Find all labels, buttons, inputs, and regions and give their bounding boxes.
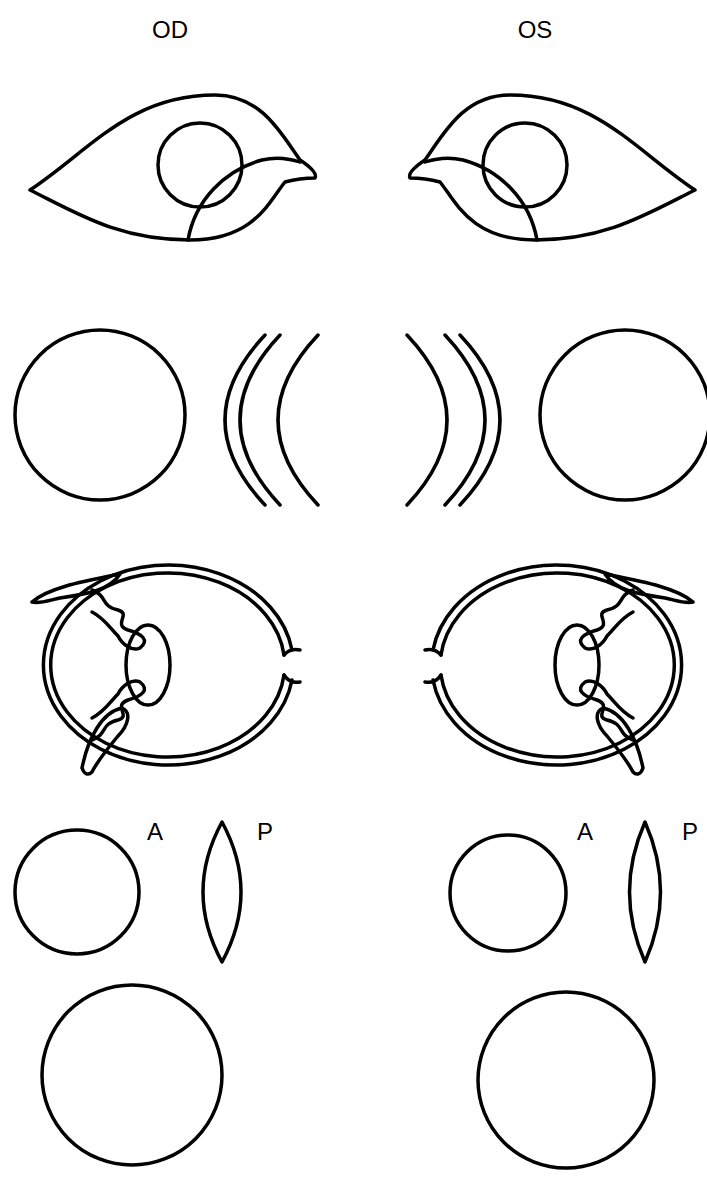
cornea-side-arc [240,335,280,505]
optic-nerve-flange [284,675,300,682]
lens-section [126,625,170,705]
anterior-label: A [147,820,163,844]
cornea-front-view [15,330,185,500]
lid-margin-curve [188,158,300,240]
posterior-label: P [682,820,698,844]
posterior-label: P [257,820,273,844]
right-eye-group [15,95,318,774]
eye-side-label: OD [152,18,188,42]
cornea-side-arc [278,335,318,505]
eye-side-label: OS [518,18,553,42]
iris-circle [158,123,242,207]
left-eye-group [407,95,707,774]
lower-eyelid-section [82,708,128,774]
anterior-view-circle [450,835,566,951]
anterior-view-circle [15,830,139,954]
optic-nerve-flange [284,650,300,655]
iris-ciliary-upper [92,590,144,649]
fundus-circle [42,985,222,1165]
eyelid-outline [30,95,315,240]
upper-eyelid-section [32,574,120,603]
globe-inner-wall [51,573,284,757]
lens-profile [203,822,241,962]
anterior-label: A [577,820,593,844]
fundus-circle [478,992,654,1168]
lens-profile [630,822,661,962]
